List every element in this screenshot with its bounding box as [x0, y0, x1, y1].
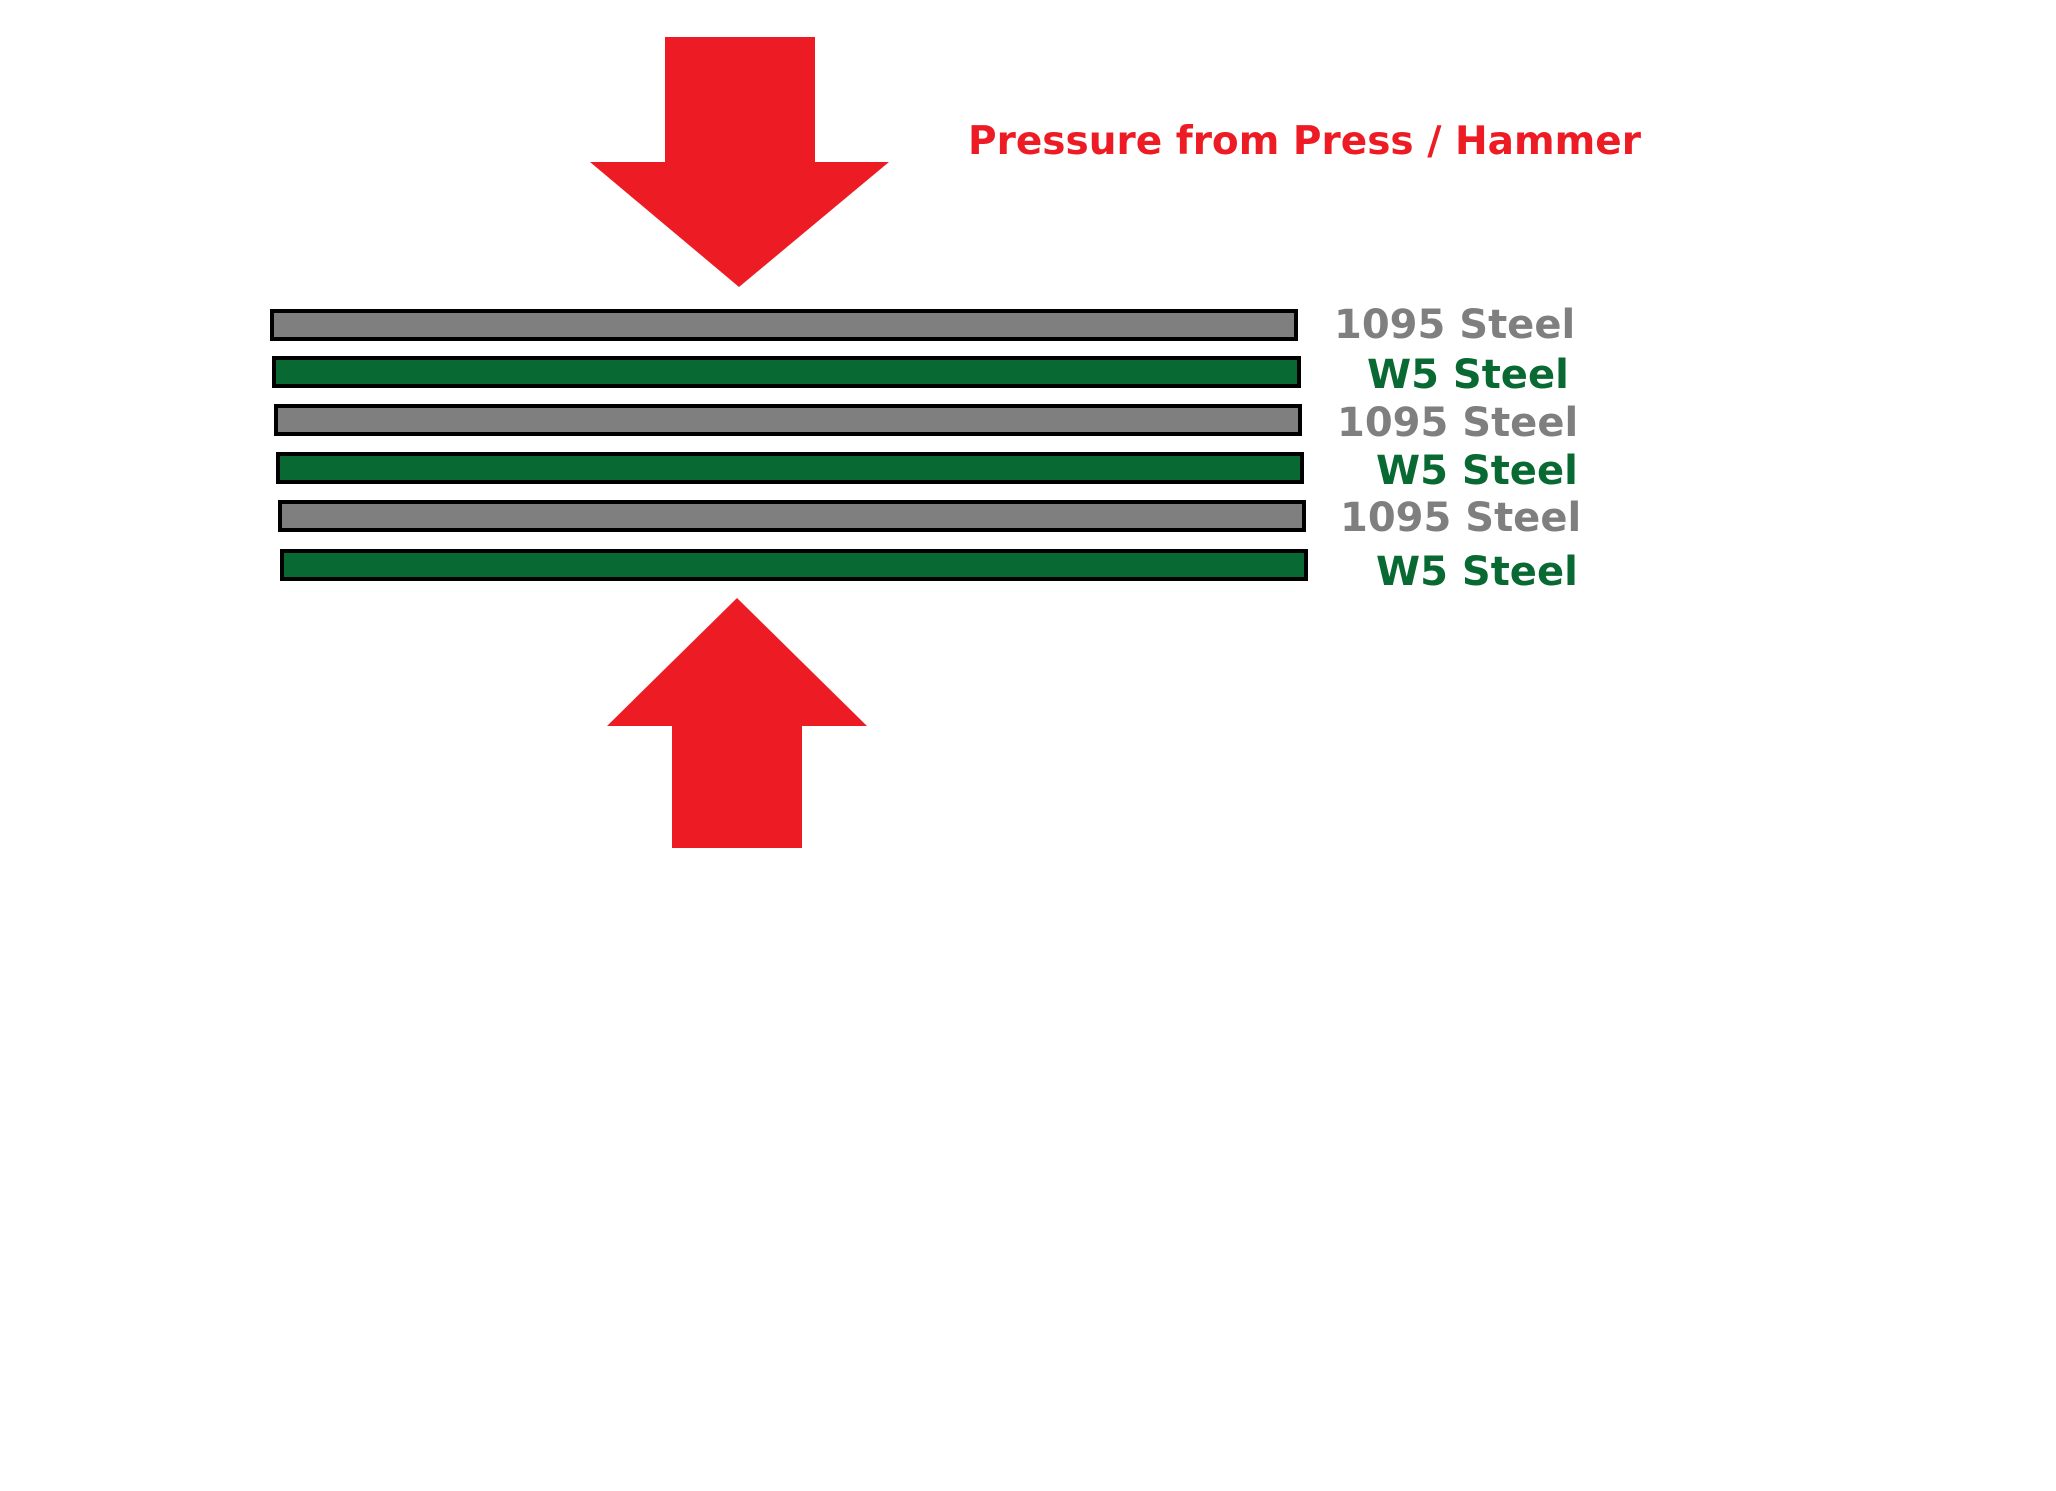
steel-layer-bar — [272, 356, 1301, 388]
steel-layer-label: W5 Steel — [1376, 448, 1578, 494]
steel-layer-label: 1095 Steel — [1340, 495, 1582, 541]
arrow-up-icon — [607, 598, 867, 848]
arrow-down-icon — [590, 37, 889, 287]
steel-layer-bar — [270, 309, 1298, 341]
steel-layer-label: 1095 Steel — [1337, 400, 1579, 446]
steel-layer-bar — [280, 549, 1308, 581]
steel-layer-label: W5 Steel — [1376, 549, 1578, 595]
steel-layer-label: 1095 Steel — [1334, 302, 1576, 348]
steel-layer-bar — [278, 500, 1306, 532]
steel-layer-bar — [276, 452, 1304, 484]
pressure-label: Pressure from Press / Hammer — [968, 119, 1641, 164]
steel-layer-label: W5 Steel — [1367, 352, 1569, 398]
steel-layer-bar — [274, 404, 1302, 436]
